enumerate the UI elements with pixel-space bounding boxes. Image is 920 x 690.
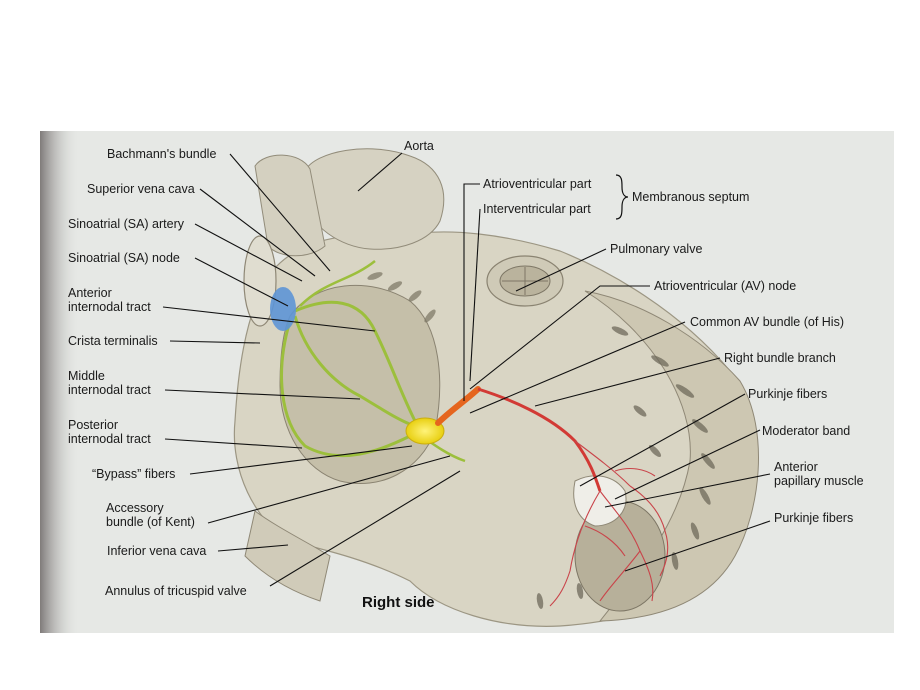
label-aorta: Aorta bbox=[404, 139, 434, 153]
av-node-shape bbox=[405, 417, 445, 445]
label-anterior-tract-2: internodal tract bbox=[68, 300, 151, 314]
label-crista: Crista terminalis bbox=[68, 334, 158, 348]
sa-node-shape bbox=[270, 287, 296, 331]
ventricle-wall bbox=[584, 290, 759, 622]
label-anterior-tract-1: Anterior bbox=[68, 286, 112, 300]
right-atrium-cavity bbox=[279, 284, 441, 485]
label-moderator: Moderator band bbox=[762, 424, 850, 438]
label-av-part: Atrioventricular part bbox=[483, 177, 592, 191]
label-middle-tract-2: internodal tract bbox=[68, 383, 151, 397]
label-svc: Superior vena cava bbox=[87, 182, 195, 196]
label-iv-part: Interventricular part bbox=[483, 202, 591, 216]
membranous-brace bbox=[615, 174, 629, 220]
pulmonary-valve-shape bbox=[486, 255, 564, 307]
label-purkinje-2: Purkinje fibers bbox=[774, 511, 853, 525]
bachmann-bundle-path bbox=[299, 260, 376, 307]
leader-lines bbox=[162, 152, 771, 587]
label-kent-2: bundle (of Kent) bbox=[106, 515, 195, 529]
svc-shape bbox=[254, 154, 326, 257]
heart-conduction-figure: Bachmann's bundle Superior vena cava Sin… bbox=[40, 131, 894, 633]
label-papillary-2: papillary muscle bbox=[774, 474, 864, 488]
pectinate-muscles bbox=[367, 272, 436, 323]
label-posterior-tract-1: Posterior bbox=[68, 418, 118, 432]
label-papillary-1: Anterior bbox=[774, 460, 818, 474]
label-purkinje-1: Purkinje fibers bbox=[748, 387, 827, 401]
heart-illustration bbox=[233, 148, 759, 627]
label-kent-1: Accessory bbox=[106, 501, 164, 515]
label-his: Common AV bundle (of His) bbox=[690, 315, 844, 329]
label-av-node: Atrioventricular (AV) node bbox=[654, 279, 796, 293]
label-middle-tract-1: Middle bbox=[68, 369, 105, 383]
label-sa-node: Sinoatrial (SA) node bbox=[68, 251, 180, 265]
label-bypass: “Bypass” fibers bbox=[92, 467, 175, 481]
purkinje-network bbox=[549, 440, 669, 607]
his-bundle-path bbox=[435, 386, 481, 426]
labels-left: Bachmann's bundle Superior vena cava Sin… bbox=[68, 147, 247, 598]
labels-right: Aorta Atrioventricular part Interventric… bbox=[404, 139, 864, 525]
label-membranous: Membranous septum bbox=[632, 190, 749, 204]
ivc-shape bbox=[244, 510, 331, 602]
conduction-system bbox=[270, 260, 669, 607]
label-posterior-tract-2: internodal tract bbox=[68, 432, 151, 446]
aorta-shape bbox=[304, 148, 445, 250]
label-sa-artery: Sinoatrial (SA) artery bbox=[68, 217, 185, 231]
label-ivc: Inferior vena cava bbox=[107, 544, 206, 558]
label-pulmonary: Pulmonary valve bbox=[610, 242, 702, 256]
posterior-internodal-tract bbox=[280, 320, 411, 458]
middle-internodal-tract bbox=[293, 315, 416, 428]
figure-title: Right side bbox=[362, 594, 435, 611]
svc-orifice bbox=[243, 235, 277, 327]
label-rbb: Right bundle branch bbox=[724, 351, 836, 365]
label-annulus: Annulus of tricuspid valve bbox=[105, 584, 247, 598]
label-bachmann: Bachmann's bundle bbox=[107, 147, 216, 161]
left-shading bbox=[40, 131, 80, 633]
trabeculations bbox=[536, 326, 715, 609]
